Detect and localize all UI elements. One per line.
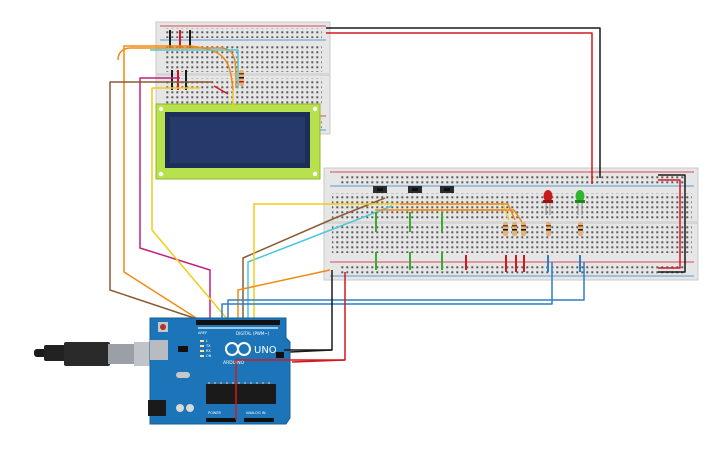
- arduino-model: UNO: [254, 345, 277, 356]
- led-green[interactable]: [575, 190, 585, 215]
- arduino-uno[interactable]: ARDUINO UNO DIGITAL (PWM~) AREF L TX RX …: [148, 317, 291, 425]
- led-on-label: ON: [206, 354, 212, 358]
- digital-header-label: DIGITAL (PWM~): [236, 331, 270, 336]
- breadboard-top[interactable]: [155, 21, 331, 135]
- resistors-buttons[interactable]: [503, 222, 583, 236]
- power-jack: [148, 400, 166, 416]
- status-leds: L TX RX ON: [200, 339, 212, 358]
- analog-header-label: ANALOG IN: [246, 411, 266, 415]
- led-l-label: L: [206, 339, 208, 343]
- resistor-lcd[interactable]: [239, 70, 244, 86]
- usb-cable[interactable]: [34, 342, 154, 366]
- arduino-brand: ARDUINO: [223, 360, 245, 366]
- wires: [109, 27, 686, 363]
- led-tx-label: TX: [205, 344, 211, 348]
- lcd-display[interactable]: [155, 103, 321, 180]
- push-button-1[interactable]: [373, 186, 387, 193]
- breadboard-main[interactable]: [323, 167, 699, 281]
- aref-label: AREF: [198, 331, 207, 335]
- push-button-2[interactable]: [408, 186, 422, 193]
- wire-5v: [235, 359, 345, 420]
- led-rx-label: RX: [206, 349, 211, 353]
- arduino-logo: [225, 342, 251, 356]
- atmega-chip: [206, 384, 276, 404]
- led-red[interactable]: [543, 190, 553, 215]
- push-button-3[interactable]: [440, 186, 454, 193]
- power-header-label: POWER: [208, 411, 222, 415]
